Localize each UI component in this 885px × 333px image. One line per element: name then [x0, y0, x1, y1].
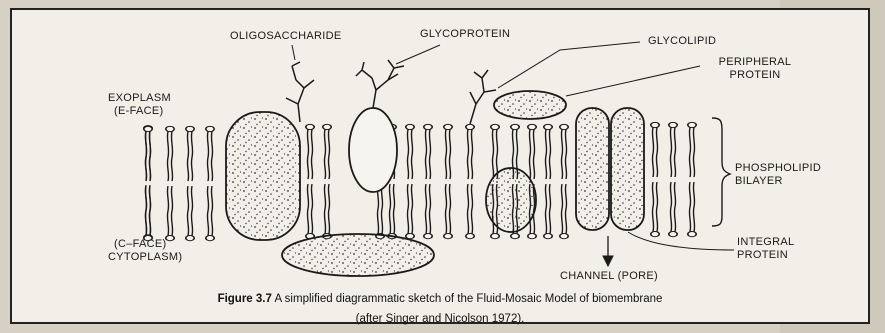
label-phospholipid-bilayer: PHOSPHOLIPID BILAYER	[735, 162, 821, 188]
caption-text: A simplified diagrammatic sketch of the …	[274, 293, 662, 305]
label-integral-line1: INTEGRAL	[737, 236, 794, 249]
label-phospholipid-line1: PHOSPHOLIPID	[735, 162, 821, 175]
glycoprotein-sugar-chain	[356, 60, 404, 108]
channel-protein-left	[576, 108, 609, 230]
channel-arrow-head	[603, 256, 613, 266]
caption-figure-number: Figure 3.7	[218, 293, 272, 305]
oligosaccharide-chain	[286, 62, 314, 122]
label-exoplasm: EXOPLASM (E-FACE)	[108, 92, 171, 118]
peripheral-protein-top	[494, 91, 566, 119]
channel-protein-right	[611, 108, 644, 230]
label-integral-protein: INTEGRAL PROTEIN	[737, 236, 794, 262]
integral-protein-lower	[486, 168, 536, 232]
label-phospholipid-line2: BILAYER	[735, 175, 821, 188]
label-peripheral-protein: PERIPHERAL PROTEIN	[700, 56, 810, 82]
label-peripheral-line2: PROTEIN	[700, 69, 810, 82]
peripheral-protein-bottom	[282, 234, 434, 276]
label-exoplasm-line1: EXOPLASM	[108, 92, 171, 105]
glycolipid-chain	[470, 70, 496, 124]
label-cytoplasm-line2: CYTOPLASM)	[108, 251, 182, 264]
label-peripheral-line1: PERIPHERAL	[700, 56, 810, 69]
label-exoplasm-line2: (E-FACE)	[108, 105, 171, 118]
pointer-oligosaccharide	[292, 45, 295, 60]
pointer-glycolipid	[498, 42, 640, 88]
label-glycoprotein: GLYCOPROTEIN	[420, 28, 510, 41]
label-channel: CHANNEL (PORE)	[560, 270, 658, 283]
label-cytoplasm-line1: (C–FACE)	[108, 238, 182, 251]
caption-source: (after Singer and Nicolson 1972).	[10, 309, 870, 329]
caption-line1: Figure 3.7 A simplified diagrammatic ske…	[10, 289, 870, 309]
bilayer-brace	[712, 118, 730, 226]
glycoprotein-body	[349, 108, 397, 192]
pointer-integral	[628, 232, 734, 250]
label-integral-line2: PROTEIN	[737, 249, 794, 262]
label-oligosaccharide: OLIGOSACCHARIDE	[230, 30, 341, 43]
label-cytoplasm: (C–FACE) CYTOPLASM)	[108, 238, 182, 264]
phospholipid-row-left	[144, 126, 152, 240]
integral-protein-left	[226, 112, 300, 240]
pointer-glycoprotein	[396, 45, 440, 64]
figure-caption: Figure 3.7 A simplified diagrammatic ske…	[10, 289, 870, 329]
pointer-peripheral	[566, 66, 700, 96]
label-glycolipid: GLYCOLIPID	[648, 35, 716, 48]
